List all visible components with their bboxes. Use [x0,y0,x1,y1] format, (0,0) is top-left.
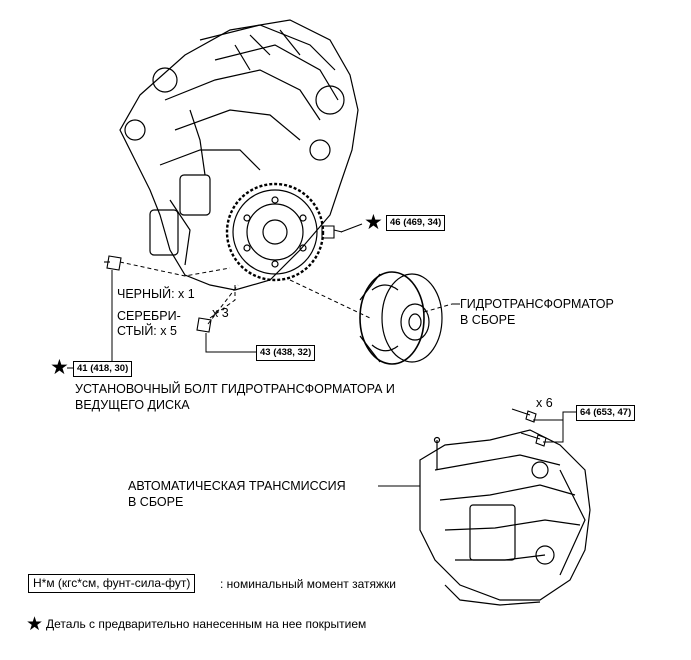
leader-lines [67,223,576,487]
torque-spec-41: 41 (418, 30) [73,361,133,377]
bolt-color-black-label: ЧЕРНЫЙ: x 1 [117,287,195,301]
transmission-drawing [419,429,591,606]
torque-converter-label-line2: В СБОРЕ [460,313,516,327]
torque-spec-43: 43 (438, 32) [256,345,316,361]
torque-converter-label-line1: ГИДРОТРАНСФОРМАТОР [460,297,614,311]
bolt-color-silver-label-line1: СЕРЕБРИ- [117,309,181,323]
legend-unit-description: : номинальный момент затяжки [220,577,396,591]
engine-drawing [119,19,359,291]
transmission-label-line2: В СБОРЕ [128,495,184,509]
transmission-label-line1: АВТОМАТИЧЕСКАЯ ТРАНСМИССИЯ [128,479,346,493]
torque-spec-46: 46 (469, 34) [386,215,446,231]
bolt-quantity-x6: x 6 [536,396,553,410]
legend-unit-box: Н*м (кгс*см, фунт-сила-фут) [28,574,196,593]
torque-converter-drawing [359,271,443,365]
precoated-star-icon: ★ [364,211,383,234]
bolt-drawings [104,225,547,447]
legend-star-description: Деталь с предварительно нанесенным на не… [46,617,367,631]
bolt-quantity-x3: x 3 [212,306,229,320]
bolt-color-silver-label-line2: СТЫЙ: x 5 [117,324,177,338]
legend-star-icon: ★ [26,614,44,635]
mounting-bolt-label-line1: УСТАНОВОЧНЫЙ БОЛТ ГИДРОТРАНСФОРМАТОРА И [75,382,395,396]
torque-spec-64: 64 (653, 47) [576,405,636,421]
mounting-bolt-label-line2: ВЕДУЩЕГО ДИСКА [75,398,190,412]
precoated-star-icon: ★ [50,356,69,379]
drive-plate-drawing [225,182,325,282]
